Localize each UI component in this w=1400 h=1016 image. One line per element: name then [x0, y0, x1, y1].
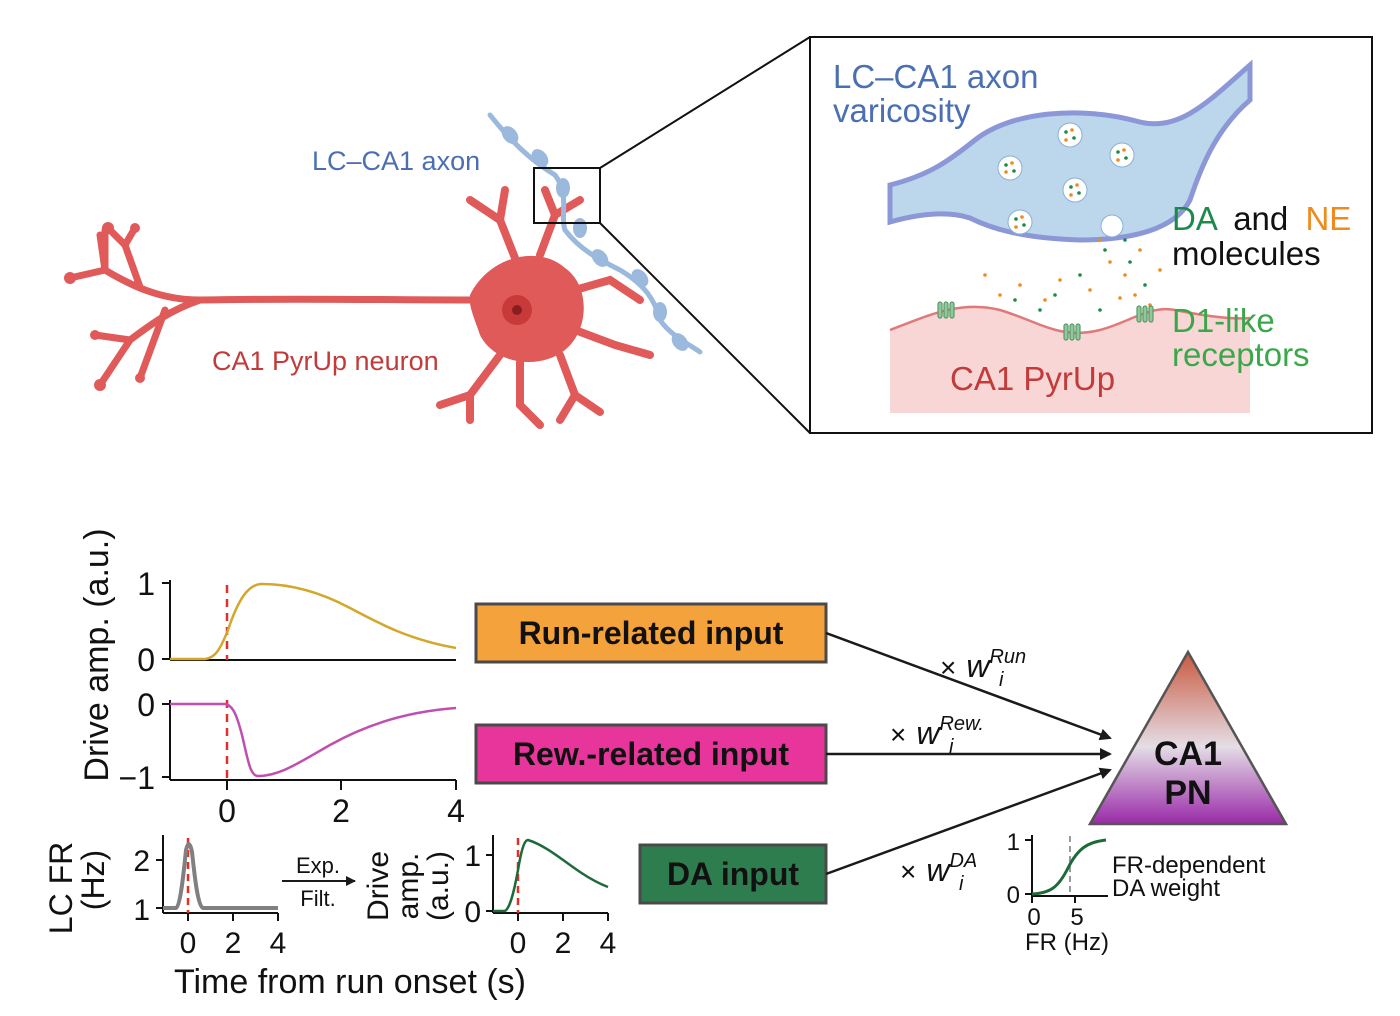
lc-ylabel-line2: (Hz)	[75, 850, 111, 910]
ca1-neuron-drawing	[64, 186, 654, 429]
vesicles	[997, 122, 1135, 238]
lc-ylabel-line1: LC FR	[43, 842, 79, 934]
neuron-dendrites-left	[66, 224, 474, 389]
da-drive-tick-1: 1	[464, 840, 481, 873]
lc-x-tick-2: 2	[225, 927, 242, 960]
receptors-label-line1: D1-like	[1172, 302, 1275, 339]
fr-note-line2: DA weight	[1112, 875, 1220, 902]
target-line1: CA1	[1154, 735, 1222, 773]
weight-rew-sub: i	[949, 736, 954, 758]
da-x-tick-4: 4	[600, 927, 617, 960]
da-drive-ylabel-line2: amp.	[392, 853, 425, 920]
rew-tick-neg1: −1	[119, 760, 155, 796]
run-drive-plot: 1 0	[137, 566, 457, 678]
molecules-and: and	[1233, 200, 1288, 237]
fr-y-tick-1: 1	[1007, 829, 1020, 856]
lc-fr-curve	[163, 842, 278, 910]
run-arrow	[825, 631, 1112, 741]
filter-label-line2: Filt.	[300, 886, 335, 911]
run-input-box	[474, 602, 828, 664]
molecules-da: DA	[1172, 200, 1218, 237]
lc-x-tick-0: 0	[180, 927, 197, 960]
x-tick-2: 2	[332, 793, 350, 829]
fr-note-line1: FR-dependent	[1112, 852, 1266, 879]
da-weight-plot: 1 0 0 5 FR (Hz) FR-dependent DA weight	[1007, 829, 1266, 956]
x-tick-4: 4	[447, 793, 465, 829]
time-xlabel: Time from run onset (s)	[174, 963, 526, 1001]
da-x-tick-0: 0	[510, 927, 527, 960]
lc-ca1-axon-drawing	[487, 112, 703, 355]
pyrup-membrane	[890, 306, 1250, 413]
run-tick-0: 0	[137, 642, 155, 678]
varicosity-inset: LC–CA1 axon varicosity DA and NE molecul…	[809, 36, 1373, 434]
molecules-label-line1: DA and NE	[1172, 200, 1351, 237]
fr-sigmoid-curve	[1031, 838, 1107, 896]
varicosity-label-line2: varicosity	[833, 92, 971, 129]
da-drive-plot: 1 0 0 2 4	[464, 835, 616, 960]
varicosity-label-line1: LC–CA1 axon	[833, 58, 1038, 95]
molecules-ne: NE	[1305, 200, 1351, 237]
lc-fr-plot: 2 1 0 2 4	[133, 835, 286, 960]
molecules-label-line2: molecules	[1172, 235, 1321, 272]
target-line2: PN	[1164, 774, 1211, 812]
lc-x-tick-4: 4	[270, 927, 287, 960]
rew-curve	[170, 702, 457, 778]
zoom-box	[533, 167, 601, 224]
da-drive-tick-0: 0	[464, 896, 481, 929]
fr-x-tick-5: 5	[1070, 904, 1083, 931]
varicosity-bouton	[887, 59, 1253, 243]
x-tick-0: 0	[218, 793, 236, 829]
rew-drive-plot: 0 −1 0 2 4	[119, 687, 465, 829]
d1-receptors	[937, 301, 1154, 341]
weight-run-sub: i	[999, 669, 1004, 691]
weight-da: ×wDA	[900, 850, 977, 888]
da-drive-curve	[493, 838, 609, 913]
run-input-label: Run-related input	[519, 615, 784, 651]
axon-label: LC–CA1 axon	[312, 146, 480, 176]
run-curve	[170, 582, 457, 661]
weight-da-sub: i	[959, 873, 964, 895]
da-arrow	[825, 767, 1112, 876]
filter-label-line1: Exp.	[296, 853, 340, 878]
neuron-dendrites-right	[436, 186, 654, 429]
weight-run: ×wRun	[940, 646, 1026, 684]
pyrup-label: CA1 PyrUp	[950, 360, 1115, 397]
rew-input-label: Rew.-related input	[513, 736, 790, 772]
lc-tick-2: 2	[133, 845, 150, 878]
dendrite-tips	[64, 222, 145, 391]
lc-tick-1: 1	[133, 894, 150, 927]
drive-ylabel: Drive amp. (a.u.)	[78, 528, 116, 781]
da-x-tick-2: 2	[555, 927, 572, 960]
fr-xlabel: FR (Hz)	[1025, 929, 1109, 956]
receptors-label-line2: receptors	[1172, 336, 1310, 373]
ca1-pn-triangle	[1087, 649, 1289, 826]
da-drive-ylabel-line1: Drive	[362, 851, 395, 921]
da-input-label: DA input	[667, 856, 799, 892]
neuron-label: CA1 PyrUp neuron	[212, 346, 439, 376]
zoom-connector-top	[599, 36, 811, 169]
fr-x-tick-0: 0	[1027, 904, 1040, 931]
rew-tick-0: 0	[137, 687, 155, 723]
released-molecules	[983, 238, 1162, 312]
da-drive-ylabel-line3: (a.u.)	[422, 851, 455, 921]
weight-rew: ×wRew.	[890, 713, 984, 751]
run-tick-1: 1	[137, 566, 155, 602]
fr-y-tick-0: 0	[1007, 882, 1020, 909]
zoom-connector-bottom	[599, 222, 811, 434]
